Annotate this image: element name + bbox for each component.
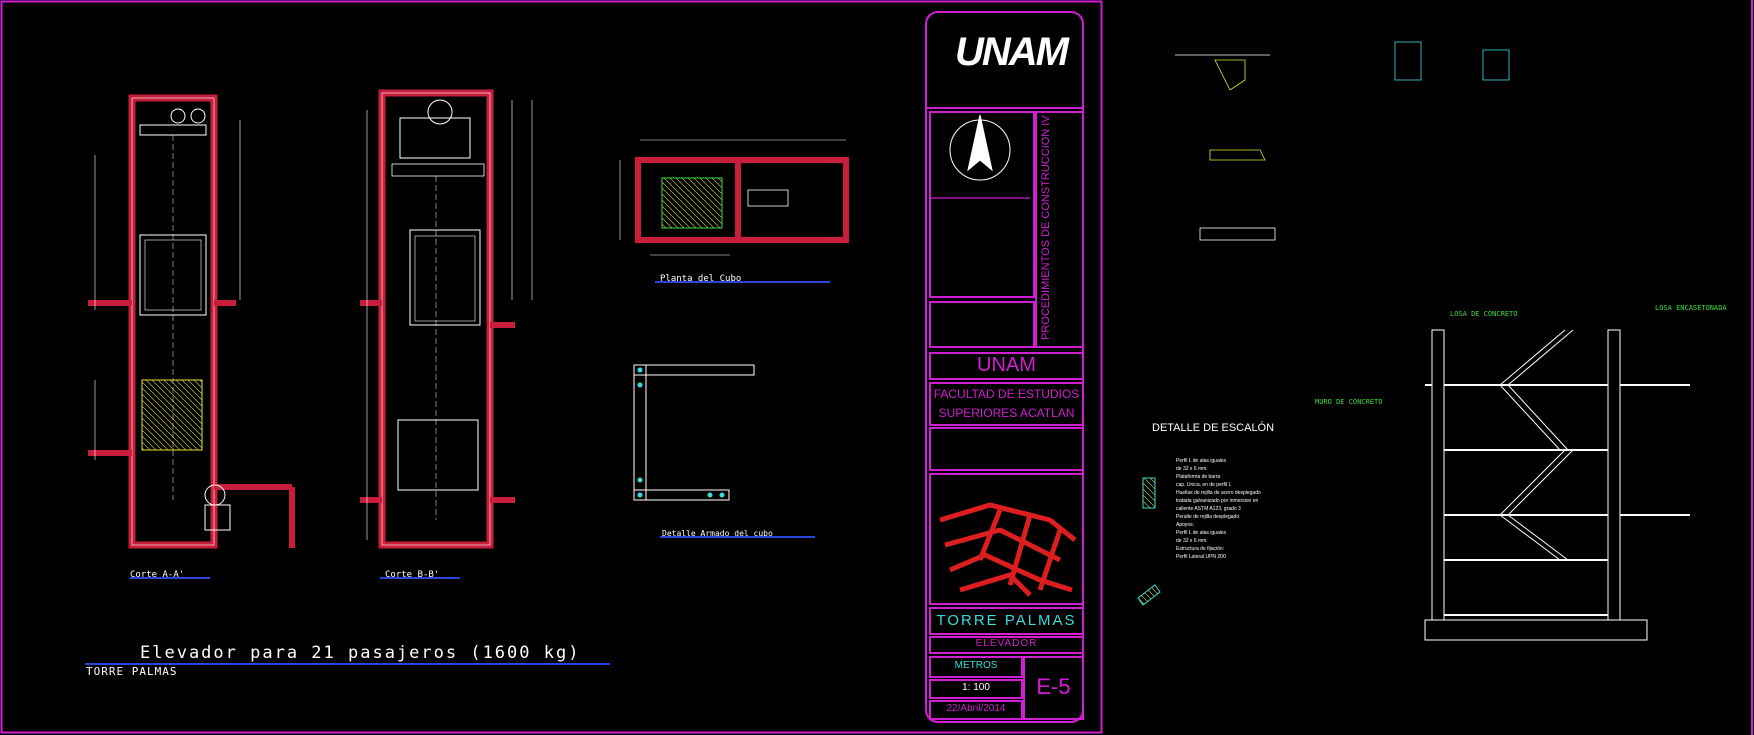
step-note: tratada galvanizado por inmersion en [1176, 498, 1259, 504]
sheet-number: E-5 [1036, 674, 1071, 699]
detail-cubo-drawing [633, 364, 755, 501]
faculty-line-2: SUPERIORES ACATLAN [938, 406, 1075, 420]
step-note: cap. Unica, en de perfil L [1176, 482, 1232, 488]
step-note: Estructura de fijación: [1176, 546, 1225, 552]
title-main: Elevador para 21 pasajeros (1600 kg) [140, 643, 581, 663]
project-name: TORRE PALMAS [936, 612, 1077, 629]
vertical-course-title: PROCEDIMIENTOS DE CONSTRUCCION IV [1040, 115, 1052, 340]
north-arrow-icon [949, 114, 1011, 181]
institution-name: UNAM [977, 354, 1036, 376]
label-muro-concreto: MURO DE CONCRETO [1315, 398, 1383, 406]
step-note: caliente ASTM A123, grado 3 [1176, 506, 1241, 512]
step-note: de 32 x 6 mm. [1176, 538, 1208, 544]
step-note: Peralte de rejilla desplegado [1176, 514, 1240, 520]
label-plan: Planta del Cubo [660, 274, 742, 284]
title-block-frame [925, 11, 1084, 723]
stair-section-drawing [1424, 329, 1690, 641]
step-note: Perfil Lateral UPN 200 [1176, 554, 1226, 560]
title-sub: TORRE PALMAS [86, 665, 178, 678]
step-notes: Perfil L de alas iguales de 32 x 6 mm. P… [1176, 457, 1296, 561]
label-section-a: Corte A-A' [130, 570, 185, 580]
scale: 1: 100 [962, 682, 990, 693]
section-a-drawing [88, 94, 295, 549]
label-detail-cubo: Detalle Armado del cubo [662, 529, 773, 538]
drawing-name: ELEVADOR [975, 638, 1038, 649]
step-note: Plataforma de barra [1176, 474, 1221, 480]
step-detail-drawing [1137, 477, 1161, 606]
step-note: Perfil L de alas iguales [1176, 530, 1227, 536]
label-stair-step: DETALLE DE ESCALÓN [1152, 422, 1275, 434]
label-losa-encasetonada: LOSA ENCASETONADA [1655, 304, 1727, 312]
section-b-drawing [360, 89, 533, 549]
units: METROS [954, 660, 998, 671]
sheet-frame [0, 0, 1103, 734]
faculty-line-1: FACULTAD DE ESTUDIOS [933, 387, 1080, 401]
location-map [939, 502, 1077, 597]
unam-logo: UNAM [955, 30, 1069, 74]
step-note: Perfil L de alas iguales [1176, 458, 1227, 464]
step-note: Apoyos: [1176, 522, 1195, 528]
label-losa-concreto: LOSA DE CONCRETO [1450, 310, 1518, 318]
top-details [1175, 41, 1510, 241]
step-note: Huellas de rejilla de acero desplegado [1176, 490, 1261, 496]
label-section-b: Corte B-B' [385, 570, 440, 580]
date: 22/Abril/2014 [946, 703, 1006, 714]
plan-drawing [619, 139, 849, 256]
step-note: de 32 x 6 mm. [1176, 466, 1208, 472]
